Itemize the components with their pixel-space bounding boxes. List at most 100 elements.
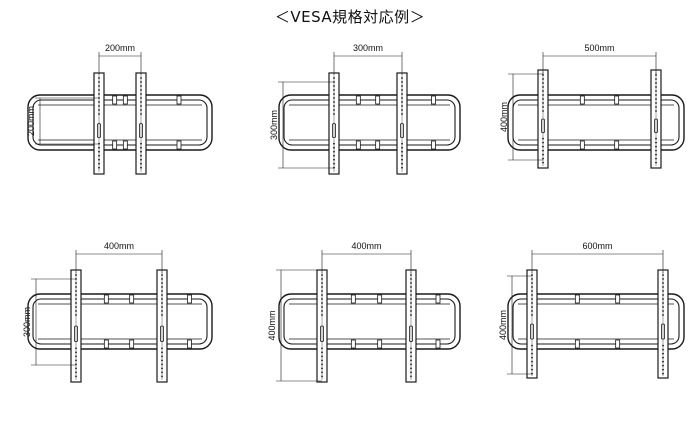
frame-outer — [27, 94, 213, 151]
bracket-hole — [98, 93, 100, 95]
bracket-hole — [401, 105, 403, 107]
bracket-hole — [321, 310, 323, 312]
bracket-hole — [531, 310, 533, 312]
bracket-hole — [98, 85, 100, 87]
dimension-vertical-label: 400mm — [267, 310, 277, 340]
dimension-vertical: 400mm — [499, 73, 543, 161]
bracket-hole — [662, 290, 664, 292]
bracket-hole — [140, 81, 142, 83]
bracket-hole — [140, 109, 142, 111]
bracket-hole — [531, 302, 533, 304]
mount-bracket-right — [135, 72, 147, 175]
bracket-slot — [138, 123, 143, 139]
bracket-hole — [98, 77, 100, 79]
bracket-hole — [655, 94, 657, 96]
bracket-hole — [410, 274, 412, 276]
bracket-hole — [333, 154, 335, 157]
bracket-hole — [321, 355, 323, 358]
bracket-slot — [408, 325, 413, 343]
bracket-hole — [662, 344, 664, 347]
bracket-hole — [410, 294, 412, 296]
dimension-horizontal-label: 300mm — [353, 43, 383, 53]
bracket-hole — [75, 347, 77, 350]
bracket-hole — [531, 278, 533, 280]
bracket-slot — [399, 123, 404, 139]
bracket-slot — [661, 323, 666, 340]
bracket-hole — [655, 86, 657, 88]
frame-tie — [176, 95, 182, 105]
bracket-hole — [410, 310, 412, 312]
frame-inner — [512, 298, 680, 345]
dimension-horizontal-label: 600mm — [582, 241, 612, 251]
frame-tie — [187, 339, 192, 349]
bracket-hole — [655, 98, 657, 100]
dimension-vertical: 300mm — [269, 81, 334, 169]
bracket-hole — [410, 355, 412, 358]
bracket-slot — [159, 325, 164, 343]
dimension-vertical-label: 300mm — [269, 110, 279, 140]
bracket-hole — [98, 105, 100, 107]
dimension-vertical-label: 200mm — [26, 106, 36, 136]
bracket-hole — [655, 78, 657, 80]
bracket-hole — [75, 367, 77, 370]
vesa-example-4: 400mm 300mm — [22, 241, 213, 383]
frame-inner — [32, 99, 208, 146]
bracket-hole — [140, 89, 142, 91]
bracket-hole — [662, 368, 664, 371]
bracket-hole — [410, 367, 412, 370]
bracket-hole — [410, 286, 412, 288]
frame-tie — [574, 339, 580, 349]
bracket-hole — [542, 106, 544, 108]
frame-tie — [435, 339, 441, 349]
bracket-hole — [321, 371, 323, 374]
bracket-hole — [140, 162, 142, 165]
page-title: ＜VESA規格対応例＞ — [274, 8, 426, 26]
bracket-hole — [161, 375, 163, 378]
bracket-hole — [662, 352, 664, 355]
bracket-hole — [542, 153, 544, 156]
dimension-horizontal: 400mm — [321, 241, 412, 273]
bracket-hole — [531, 368, 533, 371]
bracket-hole — [321, 375, 323, 378]
bracket-hole — [410, 298, 412, 300]
bracket-hole — [655, 141, 657, 144]
frame-outer — [27, 293, 213, 350]
bracket-hole — [321, 306, 323, 308]
bracket-slot — [654, 118, 659, 134]
bracket-hole — [161, 306, 163, 308]
frame-tie — [615, 294, 621, 304]
frame-tie — [377, 339, 383, 349]
frame-tie — [355, 140, 361, 150]
bracket-hole — [161, 310, 163, 312]
bracket-hole — [321, 294, 323, 296]
bracket-hole — [542, 137, 544, 140]
bracket-hole — [75, 375, 77, 378]
frame-tie — [129, 339, 135, 349]
bracket-hole — [161, 286, 163, 288]
dimension-horizontal-label: 500mm — [584, 43, 614, 53]
dimension-horizontal-label: 400mm — [351, 241, 381, 251]
bracket-hole — [662, 294, 664, 296]
bracket-hole — [410, 359, 412, 362]
bracket-hole — [662, 356, 664, 359]
bracket-hole — [333, 77, 335, 79]
frame-tie — [350, 294, 356, 304]
bracket-hole — [140, 93, 142, 95]
dimension-horizontal: 500mm — [542, 43, 657, 75]
bracket-hole — [531, 286, 533, 288]
bracket-hole — [542, 90, 544, 92]
bracket-hole — [655, 161, 657, 164]
mount-bracket-left — [93, 72, 105, 175]
bracket-hole — [333, 93, 335, 95]
bracket-hole — [410, 302, 412, 304]
bracket-hole — [140, 77, 142, 79]
bracket-hole — [75, 359, 77, 362]
dimension-vertical-label: 400mm — [499, 102, 509, 132]
bracket-hole — [401, 158, 403, 161]
bracket-hole — [662, 274, 664, 276]
bracket-hole — [410, 371, 412, 374]
bracket-hole — [161, 274, 163, 276]
bracket-hole — [98, 158, 100, 161]
frame-outer — [507, 94, 685, 151]
bracket-hole — [333, 142, 335, 145]
